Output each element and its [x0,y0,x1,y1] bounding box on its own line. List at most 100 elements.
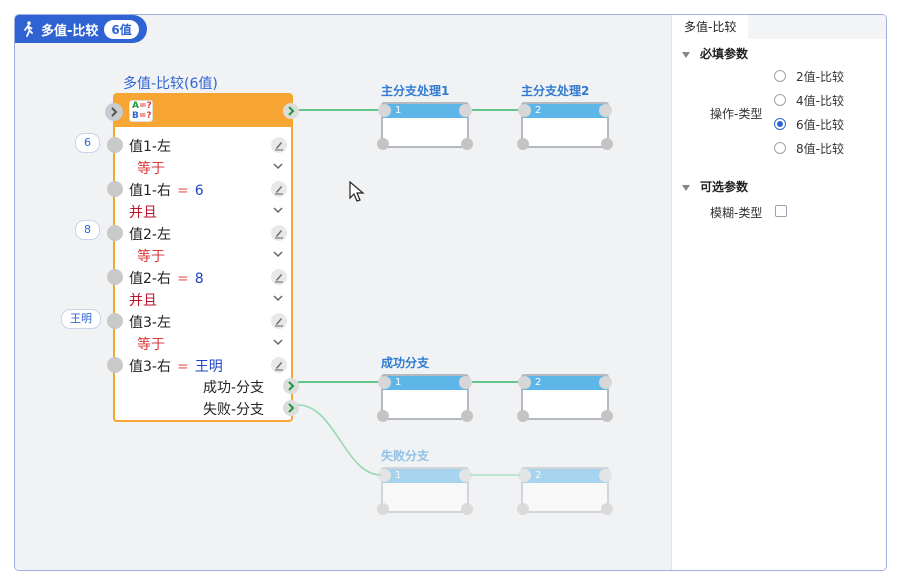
success-branch-label: 成功-分支 [203,380,265,396]
mouse-cursor-icon [349,181,365,202]
value-input-port[interactable] [107,269,123,285]
collapse-triangle-icon [682,184,690,191]
canvas[interactable]: 多值-比较 6值 6 8 王明 多值-比较(6值) A=? B=? [15,15,671,570]
fail-branch-label: 失败-分支 [203,402,265,418]
fail-output-port[interactable] [283,400,299,416]
node-port-left[interactable] [377,503,389,515]
edit-pen-icon[interactable] [271,181,287,197]
value-input-port[interactable] [107,181,123,197]
node-input-port[interactable] [378,376,391,389]
node-input-port[interactable] [378,104,391,117]
value-input-port[interactable] [107,313,123,329]
chevron-right-icon [288,403,295,413]
side-tag-value: 8 [75,220,100,240]
edit-pen-icon[interactable] [271,225,287,241]
optional-section-header[interactable]: 可选参数 [682,178,748,195]
main-branch-node-1[interactable]: 1 [377,102,473,150]
connections [297,109,520,476]
op-option-4[interactable]: 4值-比较 [774,91,844,109]
edit-pen-icon[interactable] [271,313,287,329]
chevron-down-icon[interactable] [271,335,285,349]
header-title-pill: 多值-比较 6值 [15,15,147,43]
radio-button[interactable] [774,70,786,82]
node-port-right[interactable] [601,503,613,515]
chevron-down-icon[interactable] [271,291,285,305]
node-number: 2 [523,376,607,390]
node-port-right[interactable] [461,410,473,422]
node-input-port[interactable] [518,376,531,389]
logic-row[interactable]: 并且 [115,201,291,221]
radio-button[interactable] [774,94,786,106]
block-input-port[interactable] [105,103,123,121]
tab-compare[interactable]: 多值-比较 [672,15,749,39]
side-tag-value: 6 [75,133,100,153]
value-input-port[interactable] [107,137,123,153]
operator-label: 等于 [137,249,165,265]
fail-branch-node-2[interactable]: 2 [517,467,613,515]
radio-button[interactable] [774,142,786,154]
main-branch-title-2: 主分支处理2 [521,84,590,98]
node-output-port[interactable] [599,376,612,389]
compare-block[interactable]: A=? B=? 值1-左 等于 值1-右=6 [105,93,299,422]
node-input-port[interactable] [378,469,391,482]
node-input-port[interactable] [518,469,531,482]
node-output-port[interactable] [599,469,612,482]
value-input-port[interactable] [107,225,123,241]
walk-icon [24,21,33,37]
value-row[interactable]: 值1-右=6 [107,179,291,199]
value-row[interactable]: 值3-右=王明 [107,355,291,375]
node-port-right[interactable] [461,138,473,150]
fail-branch-title: 失败分支 [381,449,430,463]
node-output-port[interactable] [459,376,472,389]
node-number: 1 [383,104,467,118]
value-row[interactable]: 值2-右=8 [107,267,291,287]
operator-row[interactable]: 等于 [115,157,291,177]
node-output-port[interactable] [459,104,472,117]
radio-button-selected[interactable] [774,118,786,130]
chevron-down-icon[interactable] [271,203,285,217]
node-port-left[interactable] [517,503,529,515]
node-port-right[interactable] [601,410,613,422]
header-title: 多值-比较 [41,23,99,39]
optional-section-title: 可选参数 [700,180,749,194]
edit-pen-icon[interactable] [271,137,287,153]
node-port-left[interactable] [517,138,529,150]
node-port-left[interactable] [377,410,389,422]
op-option-2[interactable]: 2值-比较 [774,67,844,85]
node-output-port[interactable] [599,104,612,117]
equals-sign: = [176,359,189,375]
node-output-port[interactable] [459,469,472,482]
block-output-port[interactable] [283,103,299,119]
success-branch-node-1[interactable]: 1 [377,374,473,422]
node-port-left[interactable] [517,410,529,422]
required-section-header[interactable]: 必填参数 [682,45,748,62]
node-number: 2 [523,104,607,118]
success-branch-node-2[interactable]: 2 [517,374,613,422]
operator-label: 等于 [137,337,165,353]
value-label: 值3-左 [129,315,171,331]
fail-branch-node-1[interactable]: 1 [377,467,473,515]
value-row[interactable]: 值2-左 [107,223,291,243]
node-port-left[interactable] [377,138,389,150]
chevron-down-icon[interactable] [271,159,285,173]
properties-panel: 多值-比较 必填参数 操作-类型 2值-比较 4值-比较 6值-比较 8值-比较… [671,15,886,570]
fuzzy-type-checkbox[interactable] [775,205,787,217]
chevron-down-icon[interactable] [271,247,285,261]
success-output-port[interactable] [283,378,299,394]
node-port-right[interactable] [601,138,613,150]
node-input-port[interactable] [518,104,531,117]
main-branch-node-2[interactable]: 2 [517,102,613,150]
operator-row[interactable]: 等于 [115,333,291,353]
panel-tabbar: 多值-比较 [672,15,886,39]
value-input-port[interactable] [107,357,123,373]
operator-row[interactable]: 等于 [115,245,291,265]
edit-pen-icon[interactable] [271,269,287,285]
op-option-8[interactable]: 8值-比较 [774,139,844,157]
value-row[interactable]: 值3-左 [107,311,291,331]
edit-pen-icon[interactable] [271,357,287,373]
node-number: 1 [383,469,467,483]
logic-row[interactable]: 并且 [115,289,291,309]
op-option-6[interactable]: 6值-比较 [774,115,844,133]
node-port-right[interactable] [461,503,473,515]
value-row[interactable]: 值1-左 [107,135,291,155]
